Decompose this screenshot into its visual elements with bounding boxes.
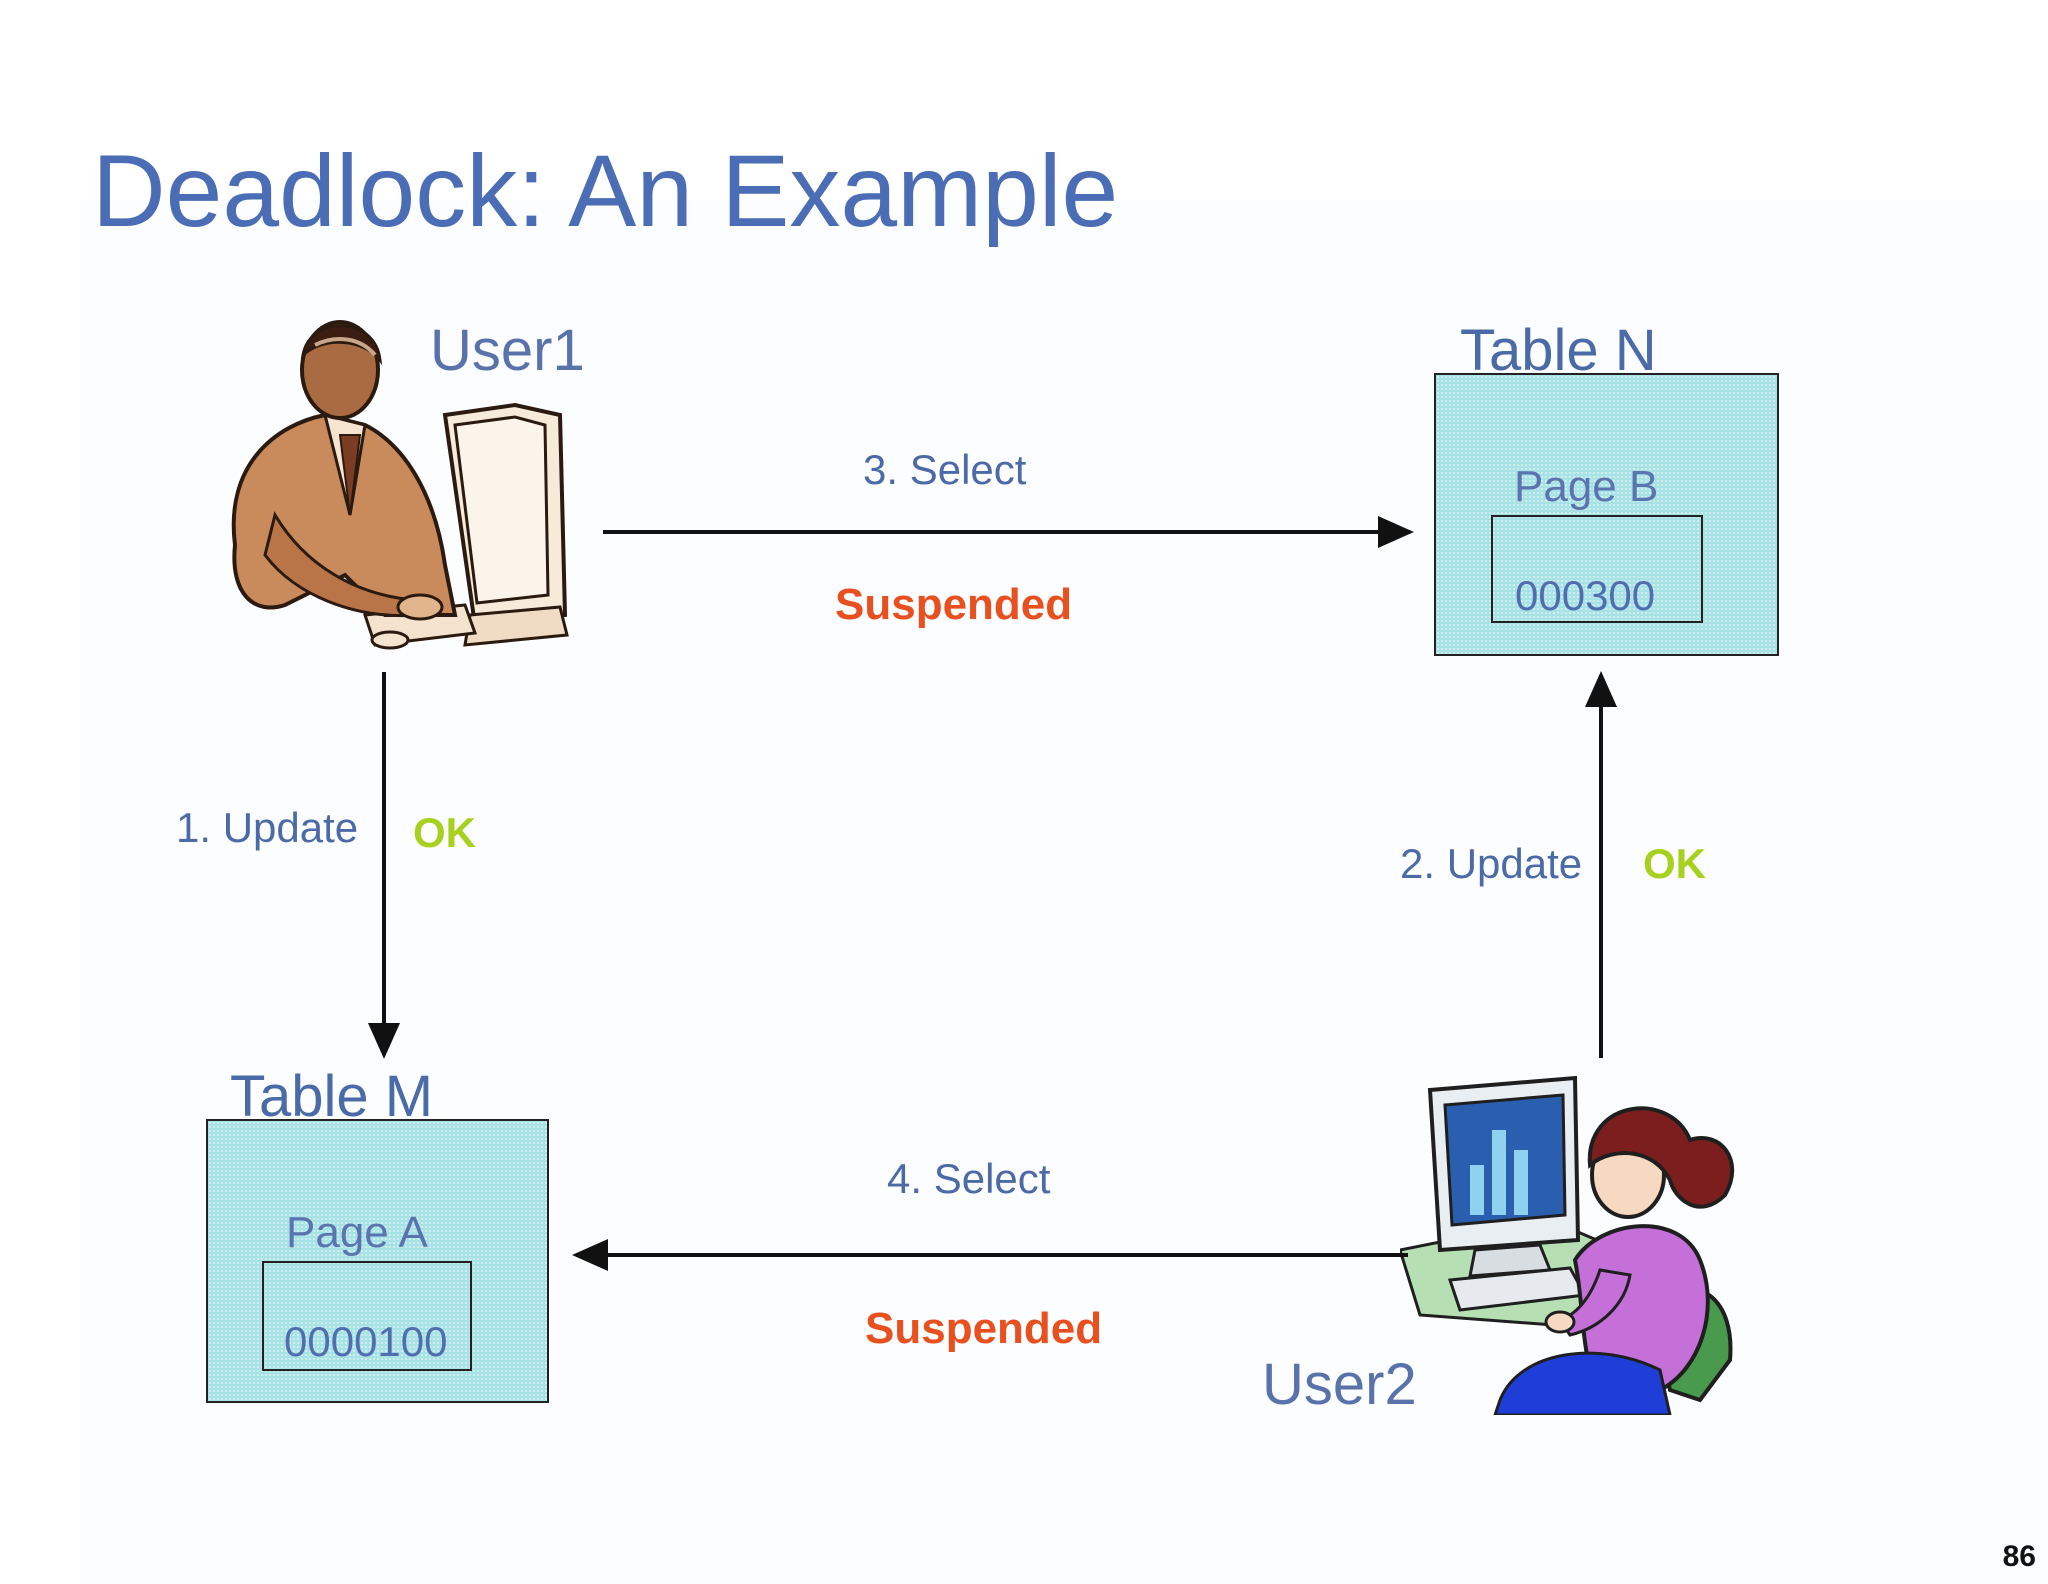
page-a-value: 0000100 bbox=[284, 1318, 448, 1365]
table-m-box: Page A 0000100 bbox=[206, 1119, 549, 1403]
slide-page-number: 86 bbox=[2002, 1540, 2036, 1573]
op2-label: 2. Update bbox=[1400, 840, 1583, 887]
table-m-label: Table M bbox=[230, 1064, 434, 1129]
man-at-computer-icon bbox=[231, 320, 569, 650]
user2-label: User2 bbox=[1262, 1352, 1417, 1417]
op1-label: 1. Update bbox=[176, 804, 359, 851]
op4-label: 4. Select bbox=[887, 1155, 1051, 1202]
page-b-box: 000300 bbox=[1491, 515, 1703, 623]
page-a-label: Page A bbox=[286, 1208, 428, 1257]
op1-status: OK bbox=[413, 809, 476, 856]
slide-title: Deadlock: An Example bbox=[92, 134, 1119, 248]
woman-at-computer-icon bbox=[1400, 1075, 1735, 1415]
page-b-value: 000300 bbox=[1515, 572, 1656, 619]
page-a-box: 0000100 bbox=[262, 1261, 472, 1371]
table-n-label: Table N bbox=[1460, 318, 1657, 383]
op4-status: Suspended bbox=[865, 1304, 1103, 1353]
op2-status: OK bbox=[1643, 840, 1706, 887]
op3-status: Suspended bbox=[835, 580, 1073, 629]
page-b-label: Page B bbox=[1514, 462, 1659, 511]
user1-label: User1 bbox=[430, 318, 585, 383]
op3-label: 3. Select bbox=[863, 446, 1027, 493]
table-n-box: Page B 000300 bbox=[1434, 373, 1779, 656]
